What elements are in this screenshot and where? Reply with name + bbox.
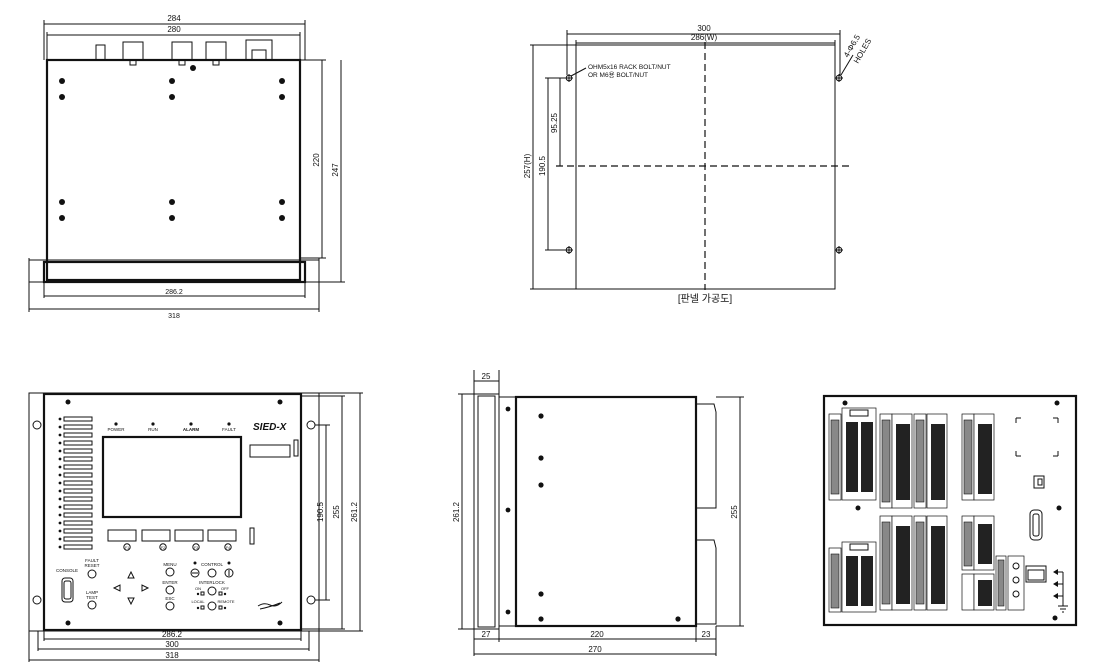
dim-front-190: 190.5	[316, 501, 325, 522]
console-label: CONSOLE	[56, 568, 78, 573]
brand-logo: SIED-X	[253, 422, 288, 433]
dim-front-255: 255	[332, 505, 341, 519]
power-label: POWER	[107, 427, 125, 432]
dim-side-25: 25	[482, 372, 491, 381]
dim-left-190: 190.5	[538, 155, 547, 176]
dim-left-95: 95.25	[550, 112, 559, 133]
dim-right-247: 247	[331, 163, 340, 177]
dim-top-300: 300	[697, 24, 711, 33]
f2-key: F2	[161, 546, 165, 550]
panel-holes	[565, 74, 843, 254]
esc-label: ESC	[165, 596, 175, 601]
local-label: LOCAL	[191, 599, 205, 604]
dim-bottom-318: 318	[168, 313, 180, 320]
side-view-drawing: 25 261.2 255 27 220 23	[452, 370, 744, 656]
upper-terminal-blocks	[828, 407, 995, 509]
remote-label: REMOTE	[217, 599, 234, 604]
dim-front-261: 261.2	[350, 501, 359, 522]
f4-key: F4	[226, 546, 230, 550]
dim-top-284: 284	[167, 14, 181, 23]
mounting-holes-top-view	[59, 78, 285, 221]
fault-reset-label-2: RESET	[84, 563, 99, 568]
dim-front-300: 300	[165, 640, 179, 649]
dim-front-318: 318	[165, 651, 179, 660]
rack-bolt-note-line1: OHM5x16 RACK BOLT/NUT	[588, 64, 671, 71]
enter-label: ENTER	[162, 580, 178, 585]
led-indicator-strip	[58, 416, 93, 550]
dim-bottom-286: 286.2	[165, 289, 183, 296]
rear-view-drawing	[822, 394, 1078, 627]
fault-reset-label-1: FAULT	[85, 558, 99, 563]
rack-bolt-note-line2: OR M6용 BOLT/NUT	[588, 71, 648, 79]
interlock-label: INTERLOCK	[199, 580, 225, 585]
top-view-drawing: 284 280	[28, 14, 345, 320]
off-label: OFF	[221, 586, 230, 591]
dim-top-280: 280	[167, 25, 181, 34]
control-label: CONTROL	[201, 562, 223, 567]
panel-caption: [판넬 가공도]	[678, 293, 733, 305]
front-view-drawing: POWER RUN ALARM FAULT SIED-X F1 F2 F3 F4…	[28, 392, 363, 662]
panel-cutout-drawing: 300 286(W) OHM5x16 RACK BOLT/NUT OR M6용 …	[523, 24, 873, 305]
dim-side-255: 255	[730, 505, 739, 519]
menu-label: MENU	[163, 562, 176, 567]
lcd-screen	[101, 435, 243, 519]
f3-key: F3	[194, 546, 198, 550]
lamp-test-label-1: LAMP	[86, 590, 98, 595]
lower-terminal-blocks	[828, 515, 1047, 613]
fault-label: FAULT	[222, 427, 236, 432]
on-label: ON	[195, 586, 201, 591]
run-label: RUN	[148, 427, 158, 432]
f1-key: F1	[125, 546, 129, 550]
function-keys: F1 F2 F3 F4	[107, 527, 255, 551]
alarm-label: ALARM	[183, 427, 199, 432]
dim-left-257h: 257(H)	[523, 153, 532, 178]
dim-right-220: 220	[312, 153, 321, 167]
dim-side-23: 23	[702, 630, 711, 639]
dim-side-261: 261.2	[452, 501, 461, 522]
dim-side-220: 220	[590, 630, 604, 639]
dim-side-27: 27	[482, 630, 491, 639]
lamp-test-label-2: TEST	[86, 595, 98, 600]
dim-front-286: 286.2	[162, 630, 183, 639]
dim-side-270: 270	[588, 645, 602, 654]
dim-top-286w: 286(W)	[691, 33, 718, 42]
